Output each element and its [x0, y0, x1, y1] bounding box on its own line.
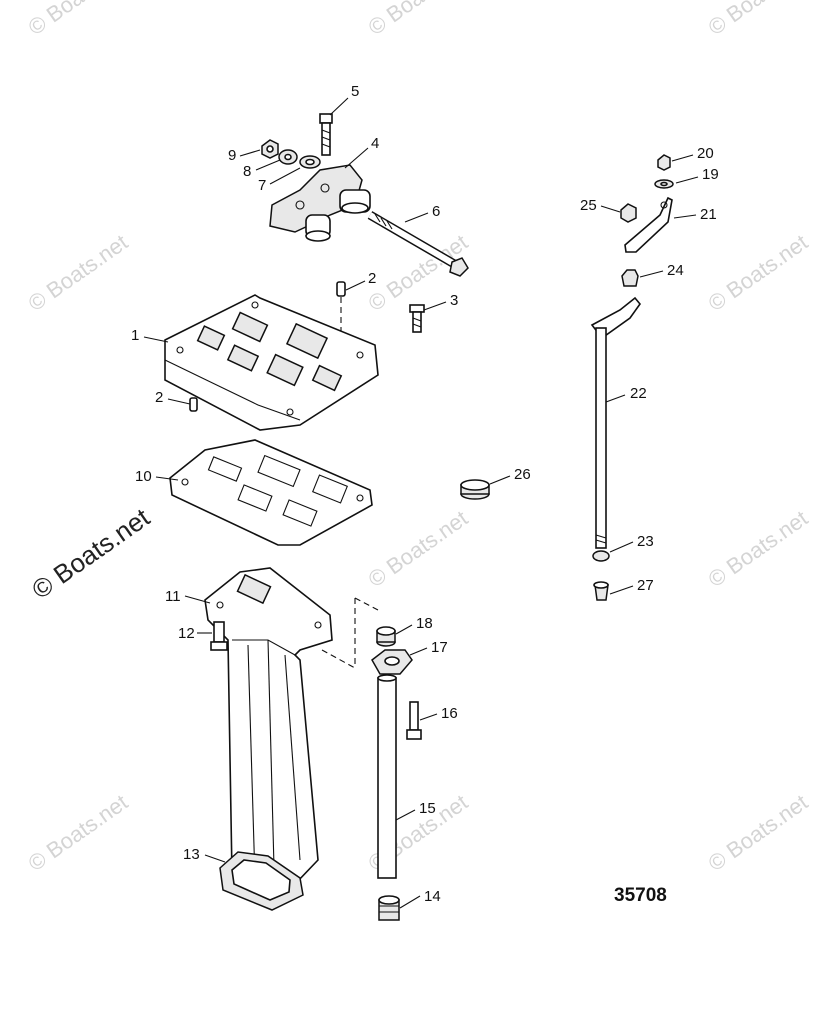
callout-27: 27: [637, 577, 654, 594]
leader-dashed: [321, 649, 356, 669]
part-16-screw: [406, 701, 422, 740]
callout-9: 9: [228, 147, 236, 164]
callout-11: 11: [165, 588, 181, 605]
callout-7: 7: [258, 177, 266, 194]
part-23-nut: [592, 550, 610, 562]
callout-2: 2: [368, 270, 376, 287]
part-25-nut: [620, 203, 637, 223]
part-24-bushing: [621, 269, 639, 287]
part-12-screw: [210, 621, 228, 651]
part-8-washer: [278, 149, 298, 165]
figure-number: 35708: [614, 885, 667, 906]
callout-26: 26: [514, 466, 531, 483]
callout-3: 3: [450, 292, 458, 309]
part-19-washer: [654, 179, 674, 189]
callout-5: 5: [351, 83, 359, 100]
callout-18: 18: [416, 615, 433, 632]
callout-6: 6: [432, 203, 440, 220]
part-11-driveshaft-housing: [204, 567, 333, 907]
callout-23: 23: [637, 533, 654, 550]
part-10-gasket: [169, 439, 373, 546]
callout-14: 14: [424, 888, 441, 905]
watermark: © Boats.net: [364, 0, 473, 40]
part-7-washer: [299, 155, 321, 169]
watermark: © Boats.net: [704, 505, 813, 592]
part-5-bolt: [319, 113, 333, 156]
callout-16: 16: [441, 705, 458, 722]
part-27-boot: [593, 581, 609, 601]
callout-24: 24: [667, 262, 684, 279]
leader-dashed: [354, 597, 379, 611]
part-9-nut: [261, 139, 279, 159]
watermark-primary: © Boats.net: [26, 502, 155, 605]
part-26-grommet: [460, 479, 490, 500]
callout-4: 4: [371, 135, 379, 152]
part-4-shift-bracket: [269, 164, 371, 242]
part-2-dowel-pin: [189, 397, 198, 412]
watermark: © Boats.net: [24, 789, 133, 876]
part-22-shift-rod: [590, 296, 642, 549]
callout-labels: 5 4 9 8 7 6 2 3 1 2 10 11 12 13 14 15 16…: [131, 83, 719, 905]
callout-2: 2: [155, 389, 163, 406]
watermark: © Boats.net: [704, 789, 813, 876]
watermark: © Boats.net: [704, 0, 813, 40]
callout-15: 15: [419, 800, 436, 817]
part-15-shift-shaft: [377, 674, 397, 879]
callout-1: 1: [131, 327, 139, 344]
part-3-screw: [409, 304, 425, 333]
watermark: © Boats.net: [364, 505, 473, 592]
callout-17: 17: [431, 639, 448, 656]
part-6-shift-rod: [367, 211, 469, 277]
watermark-layer: © Boats.net © Boats.net © Boats.net © Bo…: [24, 0, 813, 876]
part-20-nut: [657, 154, 671, 171]
part-17-guide: [371, 649, 413, 675]
leader-lines: [143, 97, 699, 909]
callout-21: 21: [700, 206, 717, 223]
watermark: © Boats.net: [24, 0, 133, 40]
part-13-seal: [219, 851, 304, 911]
part-21-shift-lever: [624, 196, 673, 253]
callout-10: 10: [135, 468, 152, 485]
part-1-adapter-plate: [164, 294, 379, 431]
callout-12: 12: [178, 625, 195, 642]
callout-19: 19: [702, 166, 719, 183]
callout-13: 13: [183, 846, 200, 863]
callout-20: 20: [697, 145, 714, 162]
watermark: © Boats.net: [704, 229, 813, 316]
callout-25: 25: [580, 197, 597, 214]
watermark: © Boats.net: [24, 229, 133, 316]
callout-8: 8: [243, 163, 251, 180]
callout-22: 22: [630, 385, 647, 402]
part-14-coupler: [378, 895, 400, 921]
part-18-bushing: [376, 626, 396, 647]
